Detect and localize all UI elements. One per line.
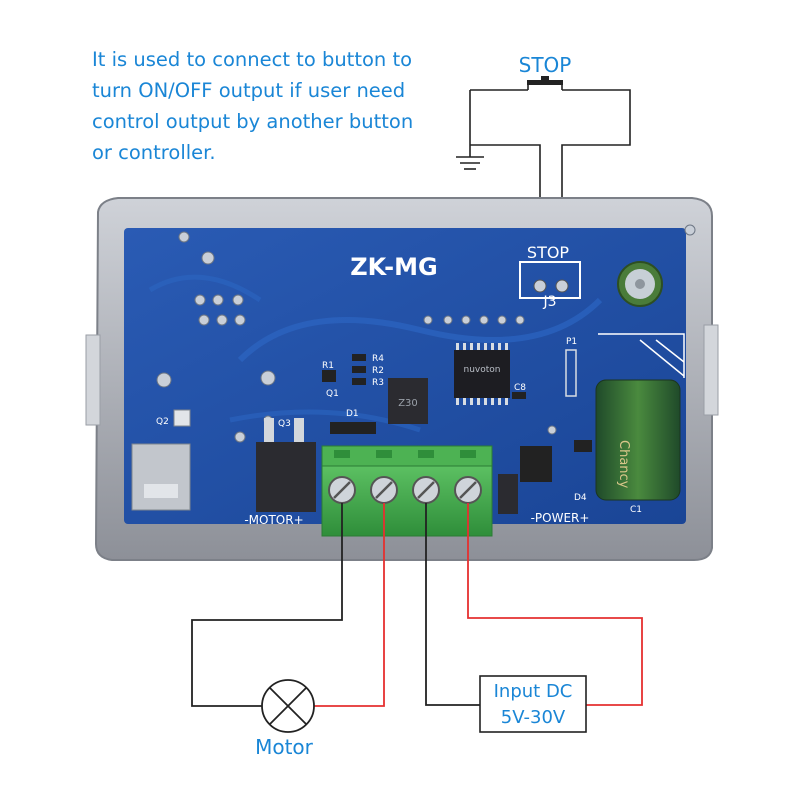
usage-note-line-4: or controller.	[92, 141, 216, 164]
input-dc-label-line-1: Input DC	[494, 681, 573, 702]
refdes-c1: C1	[630, 505, 642, 515]
motor-icon	[261, 679, 315, 733]
board-model-label: ZK-MG	[350, 253, 437, 281]
j3-stop-silk: STOP	[527, 243, 570, 262]
input-dc-label-line-2: 5V-30V	[501, 707, 566, 728]
mcu-chip	[454, 343, 510, 405]
mosfet-area	[131, 409, 316, 512]
power-regulator	[520, 446, 552, 482]
motor-label: Motor	[255, 735, 314, 759]
ground-icon	[456, 156, 484, 170]
usage-note: It is used to connect to button to turn …	[92, 44, 472, 168]
motor-wiring	[191, 503, 385, 707]
input-wiring	[425, 503, 643, 706]
terminal-block	[321, 445, 493, 537]
usage-note-line-2: turn ON/OFF output if user need	[92, 79, 406, 102]
p1-header	[565, 349, 577, 397]
refdes-r1: R1	[322, 361, 334, 371]
large-capacitor	[595, 333, 685, 501]
stop-push-button-icon	[527, 76, 563, 90]
refdes-q3: Q3	[278, 419, 291, 429]
refdes-d4: D4	[574, 493, 587, 503]
chip-marking: nuvoton	[464, 365, 501, 375]
refdes-q2: Q2	[156, 417, 169, 427]
diode-z30	[388, 378, 428, 424]
smd-resistors	[322, 354, 592, 452]
terminal-screws	[328, 476, 482, 504]
input-dc-box	[479, 675, 587, 733]
usage-note-line-3: control output by another button	[92, 110, 414, 133]
refdes-p1: P1	[566, 337, 577, 347]
capacitor-marking: Chancy	[616, 440, 631, 489]
stop-button-wiring	[456, 76, 631, 286]
small-capacitor	[617, 261, 663, 307]
stop-button-label: STOP	[519, 53, 572, 77]
diode-z30-marking: Z30	[398, 398, 418, 409]
refdes-q1: Q1	[326, 389, 339, 399]
refdes-d1: D1	[346, 409, 359, 419]
refdes-r3: R3	[372, 378, 384, 388]
j3-connector	[519, 261, 581, 299]
refdes-c8: C8	[514, 383, 526, 393]
refdes-r2: R2	[372, 366, 384, 376]
j3-label: J3	[542, 294, 556, 310]
board-refdes: R4 R1 R2 R3 Q1 D1 Q2 Q3 C8 P1 D4 C1	[156, 337, 642, 515]
power-diode	[498, 474, 518, 514]
usage-note-line-1: It is used to connect to button to	[92, 48, 413, 71]
refdes-r4: R4	[372, 354, 384, 364]
motor-silk-label: -MOTOR+	[244, 513, 303, 527]
power-silk-label: -POWER+	[531, 511, 590, 525]
